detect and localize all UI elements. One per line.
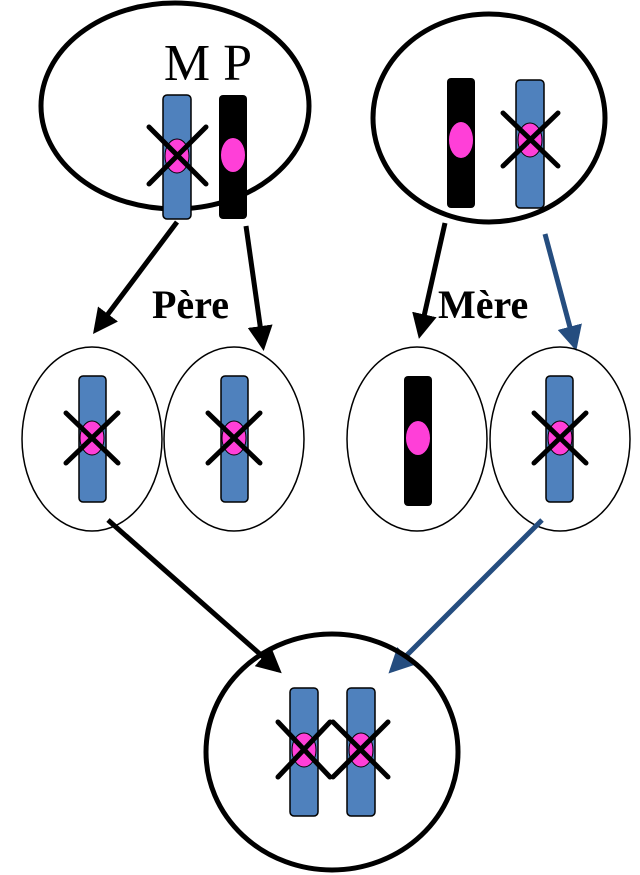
x-cross-icon [531,410,589,466]
mere-label: Mère [438,282,528,327]
x-cross-icon [330,719,391,780]
gamete-membrane [21,346,163,532]
mother-parent-cell [370,11,608,225]
arrow-gamete-to-offspring-black [106,518,282,674]
arrow-mother-to-gamete-2 [542,233,582,351]
father-parent-cell: M P [38,0,312,220]
x-cross-icon [63,410,121,466]
gamete-membrane [346,346,488,532]
x-cross-icon [146,124,209,187]
father-gamete-1 [21,346,163,532]
mutant-chromosome [330,687,391,817]
x-cross-icon [205,410,263,466]
arrow-mother-to-gamete-1 [412,222,448,339]
mutant-chromosome [146,94,209,220]
mutant-chromosome [500,79,561,209]
mp-label: M P [164,35,252,92]
pere-label: Père [152,282,229,327]
mother-gamete-2 [489,346,631,532]
mother-gamete-1 [346,346,488,532]
gamete-membrane [163,346,305,532]
offspring-cell-membrane [203,631,461,873]
arrow-father-to-gamete-2 [243,225,273,351]
gamete-membrane [489,346,631,532]
normal-chromosome [219,95,247,219]
offspring-cell [203,631,461,873]
centromere [406,421,430,455]
centromere [449,122,473,158]
father-gamete-2 [163,346,305,532]
mother-cell-membrane [370,11,608,225]
arrow-gamete-to-offspring-blue [388,518,544,674]
arrow-father-to-gamete-1 [93,220,179,334]
normal-chromosome [447,78,475,208]
x-cross-icon [275,719,333,780]
centromere [221,138,245,172]
x-cross-icon [500,110,561,169]
mutant-chromosome [275,687,333,817]
